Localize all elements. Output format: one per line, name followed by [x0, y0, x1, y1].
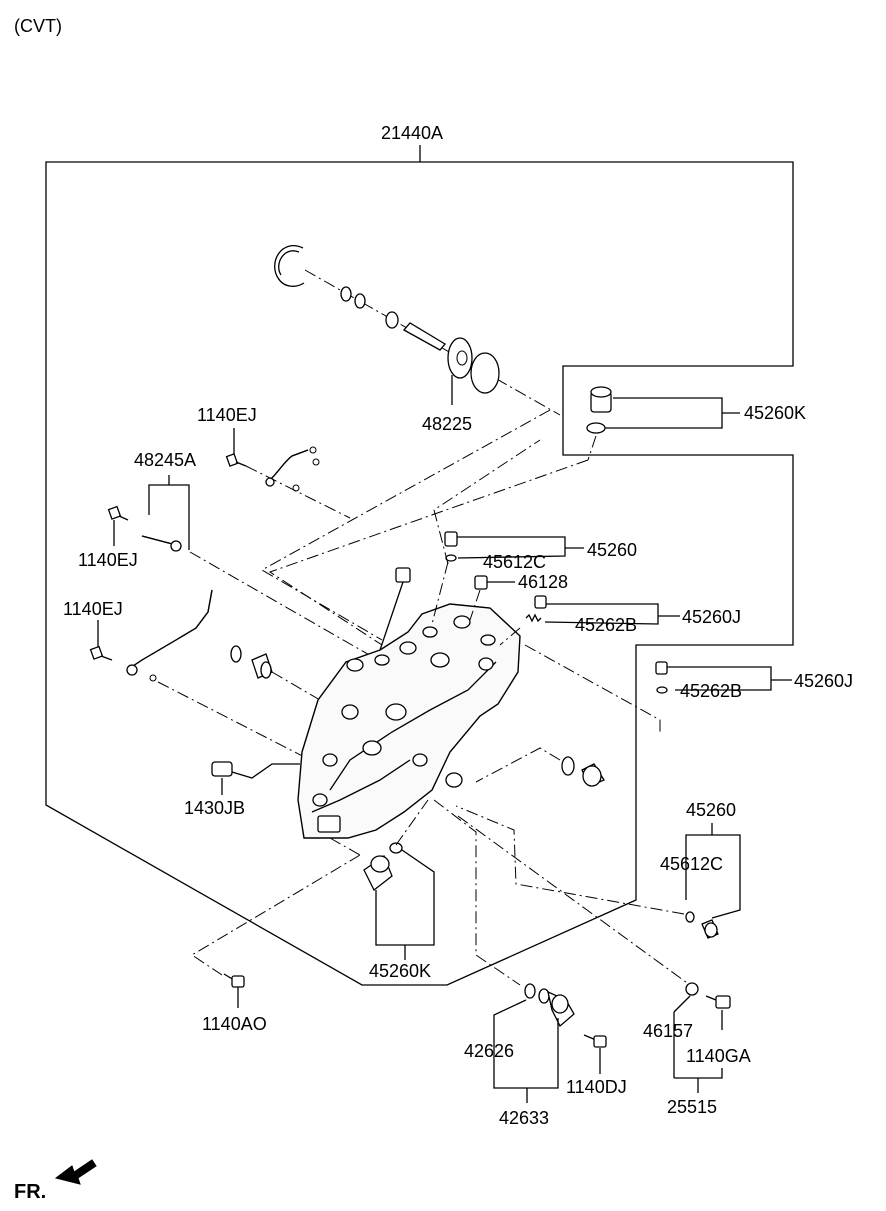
retaining-ring [274, 245, 305, 287]
part-number-45260-top[interactable]: 45260 [587, 540, 637, 560]
part-number-46128[interactable]: 46128 [518, 572, 568, 592]
part-number-1430jb[interactable]: 1430JB [184, 798, 245, 818]
front-direction-label: FR. [14, 1181, 46, 1203]
shaft-48225 [402, 322, 500, 394]
part-number-25515[interactable]: 25515 [667, 1097, 717, 1117]
part-number-1140ao[interactable]: 1140AO [202, 1014, 267, 1034]
part-number-45262b-a[interactable]: 45262B [575, 615, 637, 635]
o-ring-42626 [524, 983, 536, 999]
part-number-1140ej-c[interactable]: 1140EJ [63, 599, 123, 619]
bolt-1140ao [223, 973, 245, 988]
part-number-45260j-b[interactable]: 45260J [794, 671, 853, 691]
variant-label: (CVT) [14, 16, 62, 36]
part-number-42633[interactable]: 42633 [499, 1108, 549, 1128]
part-number-1140ej-b[interactable]: 1140EJ [78, 550, 138, 570]
part-number-1140ej-a[interactable]: 1140EJ [197, 405, 257, 425]
part-number-48225[interactable]: 48225 [422, 414, 472, 434]
part-number-45260j-a[interactable]: 45260J [682, 607, 741, 627]
plug-right [581, 763, 605, 787]
seal-ring-1 [340, 286, 352, 302]
part-number-45260k-bottom[interactable]: 45260K [369, 961, 431, 981]
assembly-part-number[interactable]: 21440A [381, 123, 443, 143]
plug-45260j-a [534, 595, 547, 609]
plug-45260k-top [586, 386, 612, 434]
pipe-upper [265, 446, 320, 492]
part-number-48245a[interactable]: 48245A [134, 450, 196, 470]
part-number-46157[interactable]: 46157 [643, 1021, 693, 1041]
bolt-1140dj [583, 1034, 607, 1048]
stud-top-left [395, 567, 411, 583]
o-ring-right [561, 756, 575, 776]
plug-45260j-b [655, 661, 668, 675]
valve-plug-left [251, 653, 273, 679]
sensor-42633 [538, 988, 575, 1028]
o-ring-left [230, 645, 242, 663]
seal-ring-3 [385, 311, 399, 329]
dowel-pin-1430jb [211, 761, 233, 777]
bolt-1140ej-a [225, 453, 247, 467]
seal-ring-2 [354, 293, 366, 309]
bolt-1140ej-c [89, 645, 113, 661]
assembly-outline [45, 161, 794, 986]
o-ring-45612c-right [685, 911, 695, 923]
front-direction-arrow-icon [54, 1159, 97, 1185]
part-number-45260k-top[interactable]: 45260K [744, 403, 806, 423]
part-number-1140dj[interactable]: 1140DJ [566, 1077, 627, 1097]
plug-46128 [474, 575, 488, 590]
pipe-48245a [141, 535, 182, 552]
bolt-1140ga [705, 995, 731, 1009]
part-number-45262b-b[interactable]: 45262B [680, 681, 742, 701]
part-number-1140ga[interactable]: 1140GA [686, 1046, 751, 1066]
valve-body [297, 603, 521, 839]
o-ring-46157 [685, 982, 699, 996]
plug-45260k-bottom [363, 842, 403, 891]
part-number-45612c-right[interactable]: 45612C [660, 854, 723, 874]
part-number-45612c-top[interactable]: 45612C [483, 552, 546, 572]
spring-45262b-a [525, 613, 542, 623]
part-number-45260-right[interactable]: 45260 [686, 800, 736, 820]
bolt-1140ej-b [107, 505, 129, 521]
plug-45260-right [701, 919, 719, 939]
part-number-42626[interactable]: 42626 [464, 1041, 514, 1061]
seal-45262b-b [656, 686, 668, 694]
pipe-long [126, 589, 213, 682]
plug-45260-top [444, 531, 458, 547]
